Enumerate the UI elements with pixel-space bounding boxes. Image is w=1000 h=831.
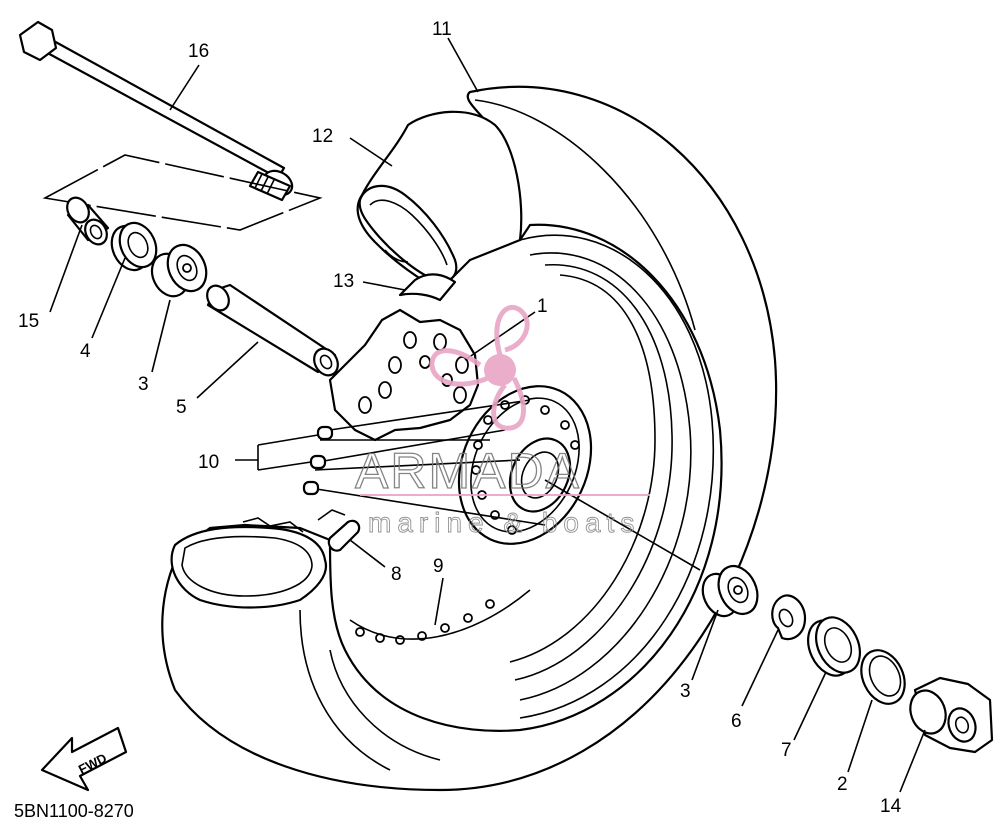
valve-pins: [302, 425, 346, 521]
diagram-code: 5BN1100-8270: [14, 801, 134, 821]
gear-unit: [909, 676, 994, 754]
watermark-brand: ARMADA: [355, 443, 581, 499]
watermark: ARMADA marine & boats: [354, 305, 650, 538]
callout-12: 12: [312, 126, 333, 147]
callout-14: 14: [880, 796, 902, 817]
callout-11: 11: [432, 19, 452, 40]
set-bracket: [42, 154, 323, 231]
spacer: [206, 283, 339, 377]
callout-6: 6: [731, 711, 742, 732]
axle: [18, 20, 294, 202]
callout-3-left: 3: [138, 374, 149, 395]
lock-washer: [771, 594, 807, 641]
tire: [161, 85, 778, 792]
watermark-logo-icon: [360, 305, 650, 496]
oil-seal-left: [110, 221, 158, 272]
forward-arrow-icon: FWD: [40, 726, 128, 792]
rim-band: [384, 249, 457, 302]
callout-1: 1: [537, 296, 548, 317]
callout-8: 8: [391, 564, 402, 585]
watermark-tagline: marine & boats: [368, 507, 640, 538]
callout-13: 13: [333, 271, 354, 292]
callout-3-right: 3: [680, 681, 691, 702]
callout-5: 5: [176, 397, 187, 418]
tube-section-upper: [356, 110, 523, 292]
circlip: [860, 649, 906, 705]
callout-15: 15: [18, 311, 39, 332]
valve-stem: [327, 519, 361, 552]
bearing-left: [150, 243, 208, 298]
collar: [66, 196, 110, 246]
callout-labels: 11 12 13 1 16 15 4 3 5 10 8 9 3 6 7 2 14: [18, 19, 902, 817]
callout-7: 7: [781, 740, 792, 761]
callout-2: 2: [837, 774, 848, 795]
callout-16: 16: [188, 41, 209, 62]
tube-section-lower: [170, 517, 328, 609]
oil-seal-right: [807, 616, 861, 677]
callout-4: 4: [80, 341, 91, 362]
leader-lines: [49, 37, 926, 793]
callout-9: 9: [433, 556, 444, 577]
callout-10: 10: [198, 452, 219, 473]
bearing-right: [701, 564, 759, 618]
wheel-hub: [309, 308, 593, 645]
